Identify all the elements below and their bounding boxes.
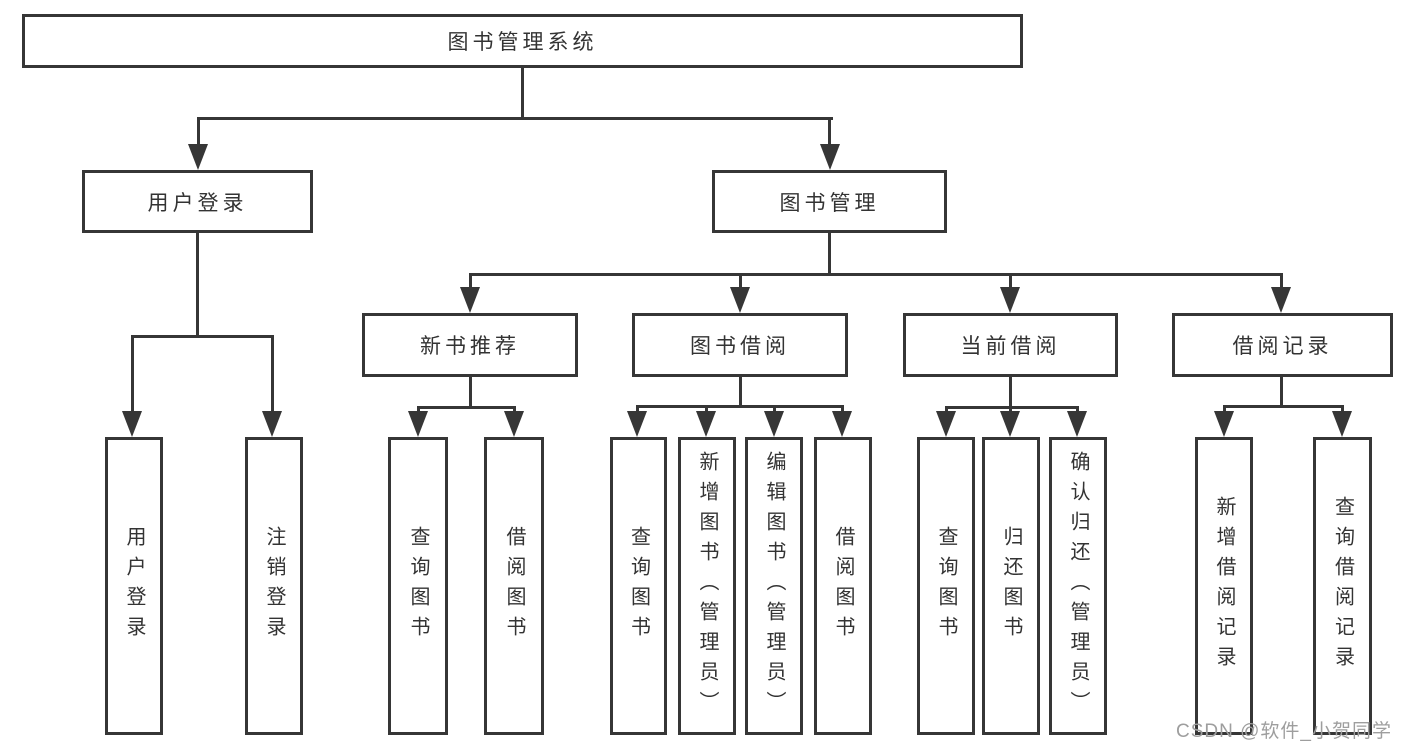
connector-new-book-hbar bbox=[417, 406, 516, 409]
connector-drop-nb-query bbox=[417, 406, 420, 414]
connector-drop-current-borrowing bbox=[1009, 273, 1012, 289]
connector-root-hbar bbox=[197, 117, 833, 120]
leaf-confirm-return-admin: 确认归还（管理员） bbox=[1049, 437, 1107, 735]
connector-drop-cb-confirm bbox=[1076, 406, 1079, 414]
leaf-edit-books-admin: 编辑图书（管理员） bbox=[745, 437, 803, 735]
leaf-borrow-books: 借阅图书 bbox=[814, 437, 872, 735]
connector-root-stem bbox=[521, 68, 524, 117]
arrowhead-down-icon bbox=[1332, 411, 1352, 437]
leaf-add-books-admin: 新增图书（管理员） bbox=[678, 437, 736, 735]
connector-drop-logout-leaf bbox=[271, 335, 274, 413]
connector-drop-br-query bbox=[1341, 405, 1344, 414]
arrowhead-down-icon bbox=[730, 287, 750, 313]
arrowhead-down-icon bbox=[936, 411, 956, 437]
connector-book-borrowing-stem bbox=[739, 377, 742, 405]
connector-drop-user-login bbox=[197, 117, 200, 147]
arrowhead-down-icon bbox=[627, 411, 647, 437]
connector-drop-cb-query bbox=[945, 406, 948, 414]
connector-drop-book-management bbox=[828, 117, 831, 147]
leaf-return-books: 归还图书 bbox=[982, 437, 1040, 735]
leaf-query-books-recommend: 查询图书 bbox=[388, 437, 448, 735]
arrowhead-down-icon bbox=[122, 411, 142, 437]
arrowhead-down-icon bbox=[460, 287, 480, 313]
node-book-borrowing: 图书借阅 bbox=[632, 313, 848, 377]
connector-drop-book-borrowing bbox=[739, 273, 742, 289]
connector-level3-hbar bbox=[469, 273, 1283, 276]
connector-book-management-stem bbox=[828, 233, 831, 273]
leaf-query-books-current: 查询图书 bbox=[917, 437, 975, 735]
connector-borrowing-records-hbar bbox=[1223, 405, 1344, 408]
connector-drop-new-book bbox=[469, 273, 472, 289]
connector-drop-cb-return bbox=[1009, 406, 1012, 414]
connector-new-book-stem bbox=[469, 377, 472, 406]
arrowhead-down-icon bbox=[1000, 411, 1020, 437]
leaf-add-borrow-record: 新增借阅记录 bbox=[1195, 437, 1253, 735]
connector-drop-bb-edit bbox=[773, 405, 776, 414]
connector-borrowing-records-stem bbox=[1280, 377, 1283, 405]
arrowhead-down-icon bbox=[1067, 411, 1087, 437]
leaf-borrow-books-recommend: 借阅图书 bbox=[484, 437, 544, 735]
arrowhead-down-icon bbox=[1214, 411, 1234, 437]
node-book-management: 图书管理 bbox=[712, 170, 947, 233]
connector-user-login-stem bbox=[196, 233, 199, 335]
arrowhead-down-icon bbox=[504, 411, 524, 437]
connector-drop-nb-borrow bbox=[513, 406, 516, 414]
arrowhead-down-icon bbox=[262, 411, 282, 437]
arrowhead-down-icon bbox=[764, 411, 784, 437]
connector-drop-bb-query bbox=[636, 405, 639, 414]
node-root-system: 图书管理系统 bbox=[22, 14, 1023, 68]
connector-drop-login-leaf bbox=[131, 335, 134, 413]
csdn-watermark: CSDN @软件_小贺同学 bbox=[1176, 721, 1392, 742]
node-borrowing-records: 借阅记录 bbox=[1172, 313, 1393, 377]
node-current-borrowing: 当前借阅 bbox=[903, 313, 1118, 377]
connector-drop-borrowing-records bbox=[1280, 273, 1283, 289]
connector-user-login-hbar bbox=[131, 335, 274, 338]
node-new-book-recommendation: 新书推荐 bbox=[362, 313, 578, 377]
arrowhead-down-icon bbox=[696, 411, 716, 437]
leaf-user-login: 用户登录 bbox=[105, 437, 163, 735]
connector-current-borrowing-hbar bbox=[945, 406, 1079, 409]
arrowhead-down-icon bbox=[188, 144, 208, 170]
arrowhead-down-icon bbox=[832, 411, 852, 437]
connector-book-borrowing-hbar bbox=[636, 405, 844, 408]
connector-drop-bb-borrow bbox=[841, 405, 844, 414]
leaf-logout: 注销登录 bbox=[245, 437, 303, 735]
node-user-login: 用户登录 bbox=[82, 170, 313, 233]
arrowhead-down-icon bbox=[1000, 287, 1020, 313]
leaf-query-books-borrowing: 查询图书 bbox=[610, 437, 667, 735]
arrowhead-down-icon bbox=[408, 411, 428, 437]
connector-drop-br-add bbox=[1223, 405, 1226, 414]
arrowhead-down-icon bbox=[1271, 287, 1291, 313]
connector-drop-bb-add bbox=[705, 405, 708, 414]
leaf-query-borrow-record: 查询借阅记录 bbox=[1313, 437, 1372, 735]
arrowhead-down-icon bbox=[820, 144, 840, 170]
connector-current-borrowing-stem bbox=[1009, 377, 1012, 406]
